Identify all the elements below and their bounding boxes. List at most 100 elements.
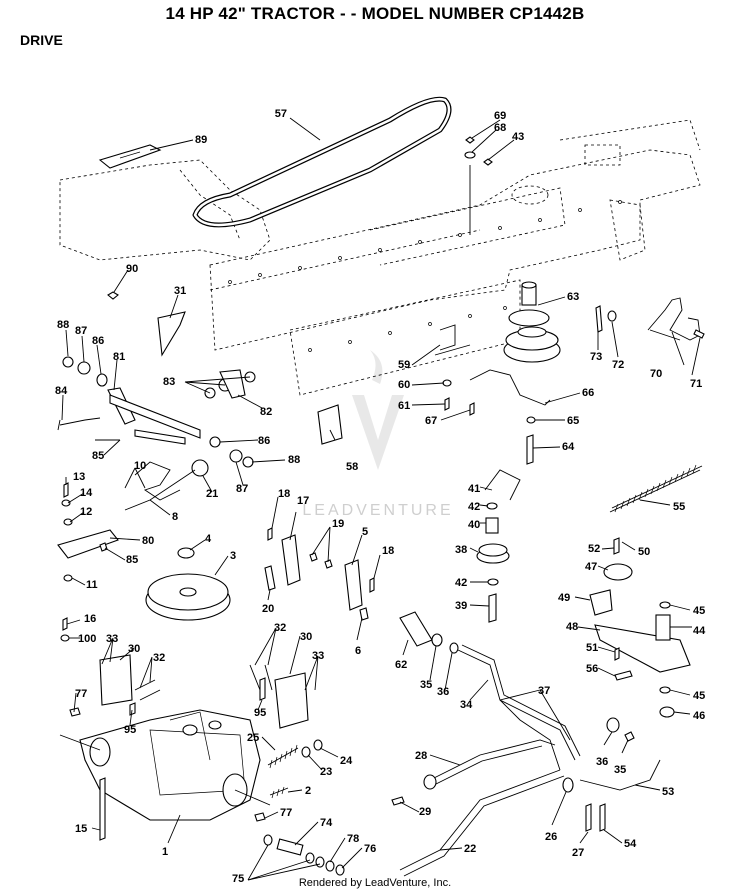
bolt-71 bbox=[693, 329, 705, 339]
callout-c2: 2 bbox=[305, 785, 311, 797]
pulley-63 bbox=[503, 281, 561, 363]
rod-8 bbox=[124, 469, 196, 511]
callout-c77b: 77 bbox=[280, 807, 292, 819]
washer-45b bbox=[659, 686, 671, 694]
callout-c76: 76 bbox=[364, 843, 376, 855]
bushing-86a bbox=[96, 373, 108, 387]
washer-23 bbox=[301, 746, 311, 758]
callout-c1: 1 bbox=[162, 846, 168, 858]
bolts-32b bbox=[249, 664, 273, 691]
callout-c21: 21 bbox=[206, 488, 218, 500]
spring-55 bbox=[609, 464, 703, 513]
callout-c95a: 95 bbox=[124, 724, 136, 736]
bolt-61 bbox=[444, 397, 450, 411]
ring-46 bbox=[659, 706, 675, 718]
pulley-38 bbox=[476, 543, 510, 564]
callout-c41: 41 bbox=[468, 483, 480, 495]
bushing-26 bbox=[562, 777, 574, 793]
rod-34 bbox=[457, 649, 576, 761]
callout-c16: 16 bbox=[84, 613, 96, 625]
callout-c61: 61 bbox=[398, 400, 410, 412]
callout-c77a: 77 bbox=[75, 688, 87, 700]
bolt-29 bbox=[391, 796, 405, 806]
pulley-47 bbox=[603, 563, 633, 581]
washer-14 bbox=[61, 499, 71, 507]
callout-c100: 100 bbox=[78, 633, 96, 645]
rod-22 bbox=[399, 769, 561, 871]
callout-c14: 14 bbox=[80, 487, 93, 499]
bolt-20 bbox=[264, 565, 276, 591]
bolt-90 bbox=[107, 291, 119, 300]
callout-c45a: 45 bbox=[693, 605, 705, 617]
callout-c33a: 33 bbox=[106, 633, 118, 645]
callout-c59: 59 bbox=[398, 359, 410, 371]
callout-c38: 38 bbox=[455, 544, 467, 556]
callout-c42a: 42 bbox=[468, 501, 480, 513]
callout-c69: 69 bbox=[494, 110, 506, 122]
callout-c36a: 36 bbox=[437, 686, 449, 698]
bolt-15 bbox=[99, 777, 106, 841]
bracket-58 bbox=[317, 404, 343, 445]
washer-100 bbox=[60, 634, 70, 642]
bolt-6 bbox=[359, 607, 369, 621]
ring-4 bbox=[177, 547, 195, 559]
pedal-cover bbox=[98, 144, 162, 169]
bolts-32a bbox=[134, 679, 161, 701]
arm-48 bbox=[594, 624, 691, 673]
callout-c54: 54 bbox=[624, 838, 637, 850]
callout-c51: 51 bbox=[586, 642, 598, 654]
rod-59 bbox=[434, 324, 471, 356]
callout-c37: 37 bbox=[538, 685, 550, 697]
callout-c25: 25 bbox=[247, 732, 259, 744]
callout-c49: 49 bbox=[558, 592, 570, 604]
callout-c58: 58 bbox=[346, 461, 358, 473]
callout-c10: 10 bbox=[134, 460, 146, 472]
spacer-40 bbox=[485, 517, 499, 534]
washer-65 bbox=[526, 416, 536, 424]
sleeve-62 bbox=[399, 611, 433, 647]
sleeve-74 bbox=[276, 838, 304, 856]
callout-c72: 72 bbox=[612, 359, 624, 371]
shaft-assembly bbox=[109, 394, 201, 439]
callout-c20: 20 bbox=[262, 603, 274, 615]
page-title: 14 HP 42" TRACTOR - - MODEL NUMBER CP144… bbox=[165, 4, 585, 23]
callout-c3: 3 bbox=[230, 550, 236, 562]
callout-c60: 60 bbox=[398, 379, 410, 391]
bolt-18b bbox=[369, 577, 375, 593]
nut-43 bbox=[483, 158, 493, 166]
bolt-13 bbox=[63, 482, 69, 498]
callout-c31: 31 bbox=[174, 285, 186, 297]
callout-c66: 66 bbox=[582, 387, 594, 399]
callout-c65: 65 bbox=[567, 415, 579, 427]
callout-c67: 67 bbox=[425, 415, 437, 427]
tractor-frame bbox=[59, 119, 701, 396]
rod-37 bbox=[499, 699, 561, 771]
washer-45a bbox=[659, 601, 671, 609]
washer-87b bbox=[229, 449, 243, 463]
callout-c52: 52 bbox=[588, 543, 600, 555]
callout-c53: 53 bbox=[662, 786, 674, 798]
callout-c56: 56 bbox=[586, 663, 598, 675]
callout-c81: 81 bbox=[113, 351, 125, 363]
spring-2 bbox=[269, 786, 289, 799]
callout-c26: 26 bbox=[545, 831, 557, 843]
washer-78 bbox=[325, 860, 335, 872]
callout-c36b: 36 bbox=[596, 756, 608, 768]
bolt-27 bbox=[585, 803, 592, 832]
bracket-49 bbox=[589, 589, 613, 616]
bolt-64 bbox=[526, 434, 534, 465]
bolt-54 bbox=[599, 803, 606, 832]
callout-c22: 22 bbox=[464, 843, 476, 855]
callout-c74: 74 bbox=[320, 817, 333, 829]
washer-36b bbox=[606, 717, 620, 733]
callout-c5: 5 bbox=[362, 526, 368, 538]
callout-labels: 57 69 68 43 89 90 31 63 73 72 70 71 88 8… bbox=[55, 108, 706, 885]
spring-41 bbox=[484, 469, 521, 501]
callout-c30a: 30 bbox=[128, 643, 140, 655]
rod-84 bbox=[57, 417, 101, 431]
callout-c29: 29 bbox=[419, 806, 431, 818]
spring-rod-70 bbox=[647, 297, 701, 341]
callout-c35a: 35 bbox=[420, 679, 432, 691]
callout-c82: 82 bbox=[260, 406, 272, 418]
